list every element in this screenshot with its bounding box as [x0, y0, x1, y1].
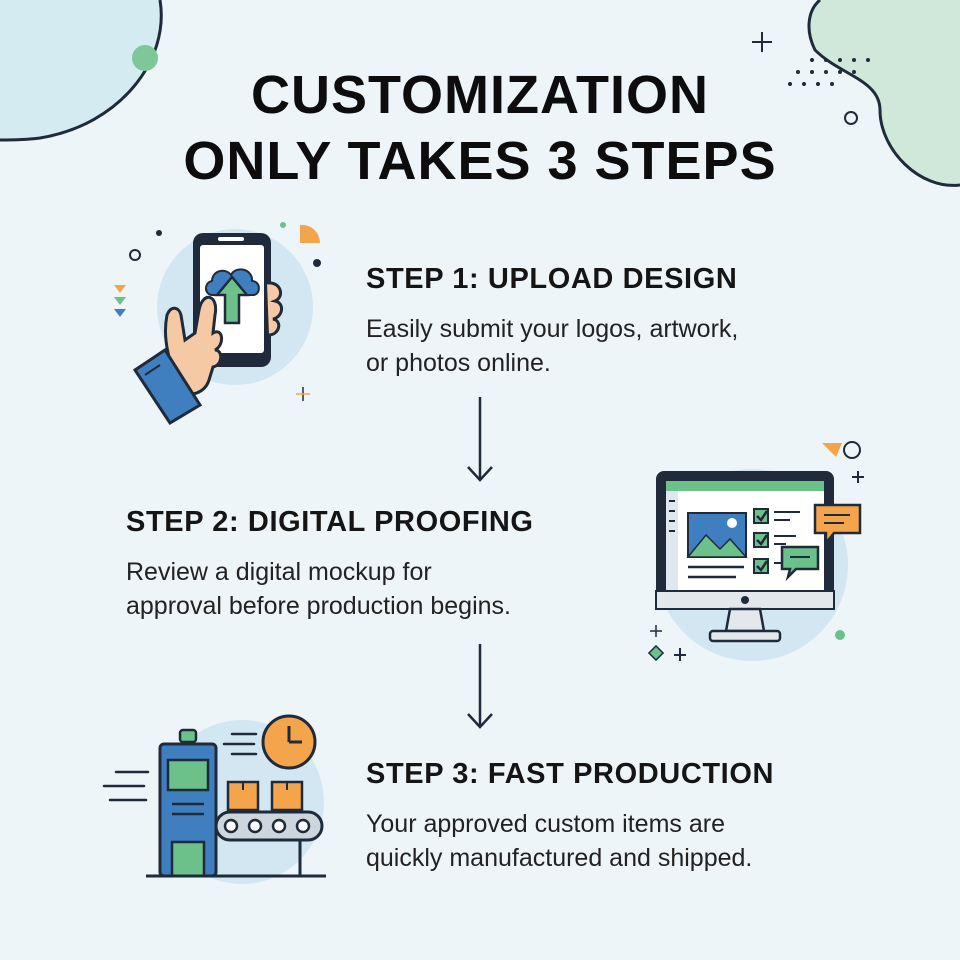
step-1-desc-line-1: Easily submit your logos, artwork, — [366, 315, 739, 343]
step-1-desc-line-2: or photos online. — [366, 349, 551, 377]
title-line-2: ONLY TAKES 3 STEPS — [183, 131, 777, 191]
step-2-desc-line-1: Review a digital mockup for — [126, 558, 432, 586]
step-3-desc-line-1: Your approved custom items are — [366, 810, 725, 838]
arrow-down-icon — [467, 397, 493, 482]
title-line-1: CUSTOMIZATION — [251, 65, 709, 125]
step-2-title: STEP 2: DIGITAL PROOFING — [126, 506, 534, 538]
step-1-title: STEP 1: UPLOAD DESIGN — [366, 263, 738, 295]
step-3-title: STEP 3: FAST PRODUCTION — [366, 758, 775, 790]
step-3-desc-line-2: quickly manufactured and shipped. — [366, 844, 753, 872]
step-2-desc-line-2: approval before production begins. — [126, 592, 511, 620]
factory-conveyor-icon — [102, 714, 326, 884]
monitor-mockup-icon — [647, 441, 864, 662]
arrow-down-icon — [467, 644, 493, 729]
phone-cloud-upload-icon — [114, 222, 321, 425]
page-title: CUSTOMIZATION ONLY TAKES 3 STEPS — [0, 62, 960, 194]
